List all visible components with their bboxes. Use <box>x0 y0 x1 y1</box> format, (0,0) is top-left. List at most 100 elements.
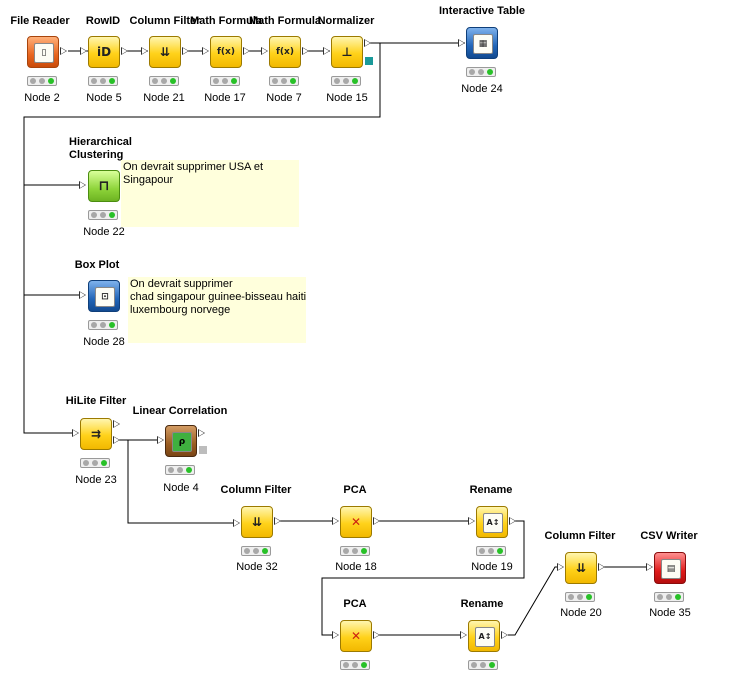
node-title-column-filter-21[interactable]: Column Filter <box>129 15 201 27</box>
node-title-pca-18[interactable]: PCA <box>343 484 367 496</box>
output-port[interactable] <box>598 563 605 571</box>
node-title-interactive-table[interactable]: Interactive Table <box>439 5 525 17</box>
node-status-indicator <box>210 76 240 86</box>
node-id-label: Node 18 <box>335 561 377 573</box>
node-status-indicator <box>80 458 110 468</box>
math-formula-icon: f(x) <box>217 47 235 57</box>
node-column-filter-21[interactable]: ⇊ <box>149 36 181 68</box>
node-status-indicator <box>468 660 498 670</box>
node-status-indicator <box>466 67 496 77</box>
node-status-indicator <box>88 210 118 220</box>
node-csv-writer[interactable]: ▤ <box>654 552 686 584</box>
output-port[interactable] <box>60 47 67 55</box>
node-status-indicator <box>654 592 684 602</box>
node-title-pca-bottom[interactable]: PCA <box>343 598 367 610</box>
node-title-rename-bottom[interactable]: Rename <box>460 598 504 610</box>
workflow-annotation-boxplot[interactable]: On devrait supprimer chad singapour guin… <box>128 277 306 343</box>
node-title-rowid[interactable]: RowID <box>85 15 121 27</box>
node-id-label: Node 28 <box>83 336 125 348</box>
input-port[interactable] <box>323 47 330 55</box>
input-port[interactable] <box>202 47 209 55</box>
node-box-plot[interactable]: ⊡ <box>88 280 120 312</box>
node-title-linear-correlation[interactable]: Linear Correlation <box>132 405 228 417</box>
node-math-formula-7[interactable]: f(x) <box>269 36 301 68</box>
model-output-port[interactable] <box>365 57 373 65</box>
column-filter-icon: ⇊ <box>251 515 263 529</box>
node-file-reader[interactable]: ▯ <box>27 36 59 68</box>
input-port[interactable] <box>80 47 87 55</box>
input-port[interactable] <box>468 517 475 525</box>
node-rename-19[interactable]: A↕ <box>476 506 508 538</box>
node-title-normalizer[interactable]: Normalizer <box>317 15 375 27</box>
workflow-annotation-clustering[interactable]: On devrait supprimer USA et Singapour <box>121 160 299 227</box>
node-title-file-reader[interactable]: File Reader <box>10 15 70 27</box>
node-pca-18[interactable]: ✕ <box>340 506 372 538</box>
node-status-indicator <box>340 660 370 670</box>
input-port[interactable] <box>557 563 564 571</box>
node-id-label: Node 23 <box>75 474 117 486</box>
output-port[interactable] <box>509 517 516 525</box>
node-title-column-filter-32[interactable]: Column Filter <box>220 484 292 496</box>
output-port[interactable] <box>113 420 120 428</box>
connection <box>508 566 562 636</box>
input-port[interactable] <box>332 517 339 525</box>
input-port[interactable] <box>261 47 268 55</box>
node-title-csv-writer[interactable]: CSV Writer <box>640 530 698 542</box>
output-port[interactable] <box>274 517 281 525</box>
node-title-hierarchical-clustering-line1[interactable]: Hierarchical <box>69 136 132 148</box>
node-linear-correlation[interactable]: ρ <box>165 425 197 457</box>
node-math-formula-17[interactable]: f(x) <box>210 36 242 68</box>
output-port[interactable] <box>113 436 120 444</box>
node-title-hierarchical-clustering-line2[interactable]: Clustering <box>69 149 124 161</box>
input-port[interactable] <box>233 519 240 527</box>
node-title-box-plot[interactable]: Box Plot <box>74 259 120 271</box>
input-port[interactable] <box>646 563 653 571</box>
input-port[interactable] <box>79 291 86 299</box>
node-title-math-formula-17[interactable]: Math Formula <box>189 15 263 27</box>
box-plot-icon: ⊡ <box>95 287 115 307</box>
output-port[interactable] <box>121 47 128 55</box>
input-port[interactable] <box>79 181 86 189</box>
node-pca-bottom[interactable]: ✕ <box>340 620 372 652</box>
hilite-filter-icon: ⇉ <box>90 427 102 441</box>
node-interactive-table[interactable]: ▦ <box>466 27 498 59</box>
node-status-indicator <box>241 546 271 556</box>
output-port[interactable] <box>243 47 250 55</box>
node-title-math-formula-7[interactable]: Math Formula <box>248 15 322 27</box>
pca-icon: ✕ <box>350 515 362 529</box>
input-port[interactable] <box>72 429 79 437</box>
column-filter-icon: ⇊ <box>575 561 587 575</box>
output-port[interactable] <box>198 429 205 437</box>
output-port[interactable] <box>373 517 380 525</box>
output-port[interactable] <box>364 39 371 47</box>
output-port[interactable] <box>182 47 189 55</box>
input-port[interactable] <box>141 47 148 55</box>
annotation-line: Singapour <box>123 174 174 186</box>
node-title-hilite-filter[interactable]: HiLite Filter <box>65 395 127 407</box>
node-title-rename-19[interactable]: Rename <box>469 484 513 496</box>
model-output-port[interactable] <box>199 446 207 454</box>
node-hierarchical-clustering[interactable]: ⊓ <box>88 170 120 202</box>
node-hilite-filter[interactable]: ⇉ <box>80 418 112 450</box>
input-port[interactable] <box>458 39 465 47</box>
output-port[interactable] <box>501 631 508 639</box>
node-rowid[interactable]: iD <box>88 36 120 68</box>
input-port[interactable] <box>157 436 164 444</box>
annotation-line: On devrait supprimer USA et <box>123 161 264 173</box>
node-rename-bottom[interactable]: A↕ <box>468 620 500 652</box>
node-column-filter-20[interactable]: ⇊ <box>565 552 597 584</box>
file-reader-icon: ▯ <box>34 43 54 63</box>
input-port[interactable] <box>460 631 467 639</box>
input-port[interactable] <box>332 631 339 639</box>
node-id-label: Node 32 <box>236 561 278 573</box>
node-normalizer[interactable]: ⊥ <box>331 36 363 68</box>
pca-icon: ✕ <box>350 629 362 643</box>
output-port[interactable] <box>373 631 380 639</box>
node-id-label: Node 15 <box>326 92 368 104</box>
node-status-indicator <box>269 76 299 86</box>
output-port[interactable] <box>302 47 309 55</box>
node-column-filter-32[interactable]: ⇊ <box>241 506 273 538</box>
annotation-line: chad singapour guinee-bisseau haiti <box>130 291 307 303</box>
node-title-column-filter-20[interactable]: Column Filter <box>544 530 616 542</box>
